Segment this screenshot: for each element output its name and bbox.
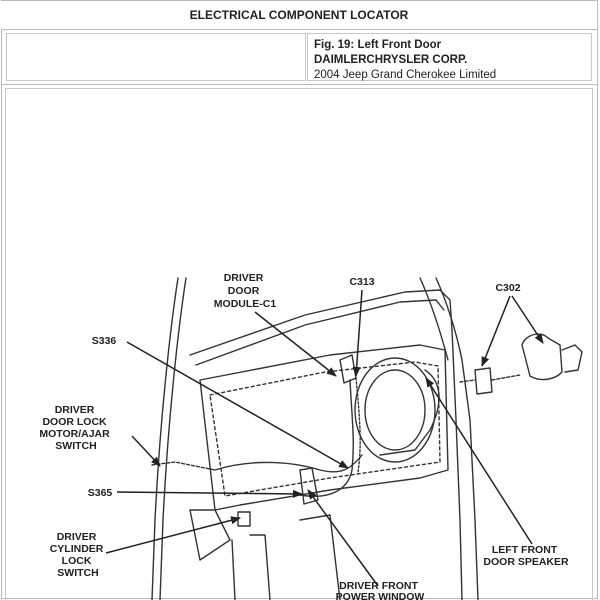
label-cylinder-lock: DRIVER CYLINDER LOCK SWITCH xyxy=(50,531,107,579)
leader-c302-a xyxy=(481,295,511,367)
leader-door-module xyxy=(254,311,337,377)
vehicle-name: 2004 Jeep Grand Cherokee Limited xyxy=(314,69,497,81)
page-title: ELECTRICAL COMPONENT LOCATOR xyxy=(1,1,597,30)
empty-cell xyxy=(6,33,306,81)
label-s365: S365 xyxy=(88,487,113,499)
leader-speaker xyxy=(425,377,533,545)
leader-power-window xyxy=(307,489,379,587)
label-c302: C302 xyxy=(495,282,520,294)
figure-info-cell: Fig. 19: Left Front Door DAIMLERCHRYSLER… xyxy=(307,33,592,81)
figure-panel xyxy=(5,88,593,600)
door-outline xyxy=(151,277,583,600)
label-power-window: DRIVER FRONT POWER WINDOW xyxy=(336,580,425,600)
page-title-text: ELECTRICAL COMPONENT LOCATOR xyxy=(189,8,409,22)
figure-info-row: Fig. 19: Left Front Door DAIMLERCHRYSLER… xyxy=(1,30,597,85)
leader-c313 xyxy=(352,289,363,377)
leader-cylinder-lock xyxy=(105,516,241,554)
label-speaker: LEFT FRONT DOOR SPEAKER xyxy=(483,544,569,568)
label-s336: S336 xyxy=(92,335,117,347)
leader-lines xyxy=(105,289,544,587)
leader-lock-motor xyxy=(131,435,161,467)
leader-s336 xyxy=(126,341,349,469)
company-name: DAIMLERCHRYSLER CORP. xyxy=(314,54,468,66)
leader-c302-b xyxy=(511,295,544,344)
leader-s365 xyxy=(116,489,303,498)
label-lock-motor: DRIVER DOOR LOCK MOTOR/AJAR SWITCH xyxy=(39,404,112,452)
label-door-module: DRIVER DOOR MODULE-C1 xyxy=(214,272,277,310)
figure-caption: Fig. 19: Left Front Door xyxy=(314,39,442,51)
label-c313: C313 xyxy=(349,276,374,288)
